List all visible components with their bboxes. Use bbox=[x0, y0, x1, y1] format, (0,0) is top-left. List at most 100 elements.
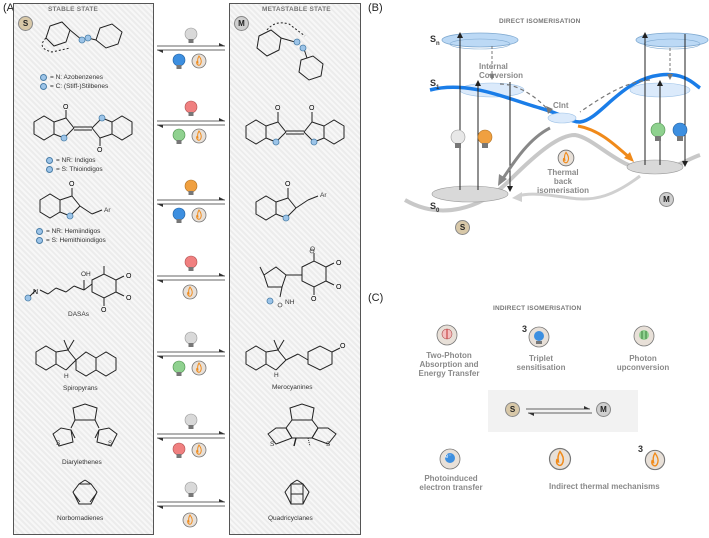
dasa-oh-label: OH bbox=[81, 271, 91, 278]
n-dot-icon bbox=[40, 74, 47, 81]
bulb-red-icon bbox=[172, 442, 186, 458]
photoinduced-electron-transfer-label: Photoinduced electron transfer bbox=[419, 474, 483, 492]
svg-text:O: O bbox=[63, 104, 69, 111]
quadricyclane-name: Quadricyclanes bbox=[268, 515, 313, 522]
norbornadiene-name: Norbornadienes bbox=[57, 515, 104, 522]
triplet-bulb-icon bbox=[528, 326, 550, 348]
s0-label: S0 bbox=[430, 201, 440, 214]
indirect-thermal-icon bbox=[548, 447, 572, 471]
dasa-name: DASAs bbox=[68, 311, 89, 318]
triplet-superscript-label: 3 bbox=[522, 324, 528, 334]
electron-label: e⁻ bbox=[445, 454, 452, 460]
internal-conversion-label: Internal Conversion bbox=[479, 62, 524, 80]
svg-text:O: O bbox=[309, 105, 315, 112]
svg-text:O: O bbox=[275, 105, 281, 112]
bulb-blue-icon bbox=[672, 122, 688, 141]
bulb-green-icon bbox=[650, 122, 666, 141]
svg-text:O: O bbox=[97, 147, 103, 154]
stable-s-badge: S bbox=[18, 16, 33, 31]
c-dot-icon bbox=[40, 83, 47, 90]
bulb-orange-icon bbox=[477, 129, 493, 148]
bulb-red-icon bbox=[184, 255, 198, 271]
diarylethene-name: Diarylethenes bbox=[62, 459, 102, 466]
svg-text:O: O bbox=[126, 273, 132, 280]
thermal-flame-icon bbox=[191, 360, 207, 376]
triplet-thermal-icon bbox=[644, 449, 666, 471]
azobenzene-legend-n: = N: Azobenzenes bbox=[40, 74, 103, 81]
thermal-flame-icon bbox=[191, 442, 207, 458]
diarylethene-s3: S bbox=[270, 441, 275, 448]
bulb-grey-icon bbox=[184, 331, 198, 347]
diarylethene-closed-structure bbox=[267, 403, 337, 447]
panel-c-equilibrium-arrows bbox=[526, 406, 592, 416]
two-photon-icon bbox=[436, 324, 458, 346]
svg-text:N: N bbox=[33, 289, 38, 296]
stable-state-header: STABLE STATE bbox=[48, 6, 99, 13]
indirect-thermal-label: Indirect thermal mechanisms bbox=[549, 482, 660, 491]
spiropyran-name: Spiropyrans bbox=[63, 385, 98, 392]
svg-text:O: O bbox=[285, 181, 291, 188]
svg-text:O: O bbox=[126, 295, 132, 302]
sn-label: Sn bbox=[430, 34, 440, 47]
dasa-cyclic-structure: O O O bbox=[259, 248, 342, 308]
spiropyran-h-label: H bbox=[64, 373, 69, 380]
diarylethene-open-structure bbox=[52, 403, 118, 447]
diarylethene-s4: S bbox=[326, 441, 331, 448]
azobenzene-cis-structure bbox=[256, 22, 324, 81]
indigo-cis-structure: O O bbox=[245, 105, 345, 146]
hemiindigo-ar-left: Ar bbox=[104, 207, 111, 214]
svg-text:O: O bbox=[340, 343, 346, 350]
thermal-flame-icon bbox=[191, 53, 207, 69]
metastable-state-header: METASTABLE STATE bbox=[262, 6, 331, 13]
bulb-blue-icon bbox=[172, 53, 186, 69]
electron-transfer-icon bbox=[439, 448, 461, 470]
bulb-orange-icon bbox=[184, 179, 198, 195]
upconversion-bulb-icon bbox=[633, 325, 655, 347]
bulb-grey-icon bbox=[184, 413, 198, 429]
panel-b-label: (B) bbox=[368, 2, 383, 14]
svg-text:O: O bbox=[69, 181, 75, 188]
bulb-green-icon bbox=[172, 128, 186, 144]
panel-c-s-badge: S bbox=[505, 402, 520, 417]
hemiindigo-z-structure: O bbox=[39, 181, 103, 220]
merocyanine-h-label: H bbox=[274, 372, 279, 379]
azobenzene-trans-structure bbox=[41, 21, 123, 53]
indigo-trans-structure: O O bbox=[33, 104, 133, 154]
thermal-triplet-superscript: 3 bbox=[638, 444, 644, 454]
energy-diagram bbox=[404, 32, 709, 213]
s-dot-icon bbox=[36, 237, 43, 244]
indigo-legend-nr: = NR: Indigos bbox=[46, 157, 96, 164]
triplet-sensitisation-label: Triplet sensitisation bbox=[516, 354, 566, 372]
azobenzene-legend-c: = C: (Stiff-)Stilbenes bbox=[40, 83, 108, 90]
svg-text:O: O bbox=[336, 260, 342, 267]
svg-text:O: O bbox=[336, 284, 342, 291]
bulb-grey-icon bbox=[184, 481, 198, 497]
merocyanine-name: Merocyanines bbox=[272, 384, 313, 391]
bulb-blue-icon bbox=[172, 207, 186, 223]
thermal-flame-icon bbox=[557, 149, 575, 167]
nr-dot-icon bbox=[46, 157, 53, 164]
equilibrium-arrows-row1 bbox=[157, 43, 225, 509]
hemiindigo-legend-nr: = NR: Hemiindigos bbox=[36, 228, 100, 235]
stable-state-box bbox=[13, 3, 154, 535]
hemiindigo-legend-s: = S: Hemithioindigos bbox=[36, 237, 106, 244]
merocyanine-structure: O bbox=[245, 339, 346, 371]
metastable-m-badge: M bbox=[234, 16, 249, 31]
metastable-state-box bbox=[229, 3, 361, 535]
dasa-o-minus-label: O bbox=[310, 246, 316, 253]
s1-label: S1 bbox=[430, 78, 440, 91]
thermal-back-label: Thermal back isomerisation bbox=[536, 168, 589, 195]
photon-upconversion-label: Photon upconversion bbox=[616, 354, 670, 372]
diarylethene-s2: S bbox=[108, 440, 113, 447]
thermal-flame-icon bbox=[182, 512, 198, 528]
hemiindigo-ar-right: Ar bbox=[320, 192, 327, 199]
dasa-nh-label: NH bbox=[285, 299, 295, 306]
spiropyran-structure bbox=[35, 339, 117, 377]
direct-isomerisation-title: DIRECT ISOMERISATION bbox=[499, 18, 581, 25]
thermal-flame-icon bbox=[182, 284, 198, 300]
cint-label: CInt bbox=[553, 101, 569, 110]
bulb-red-icon bbox=[184, 100, 198, 116]
thermal-flame-icon bbox=[191, 207, 207, 223]
hemiindigo-e-structure: O bbox=[255, 181, 319, 222]
two-photon-label: Two-Photon Absorption and Energy Transfe… bbox=[418, 351, 480, 378]
